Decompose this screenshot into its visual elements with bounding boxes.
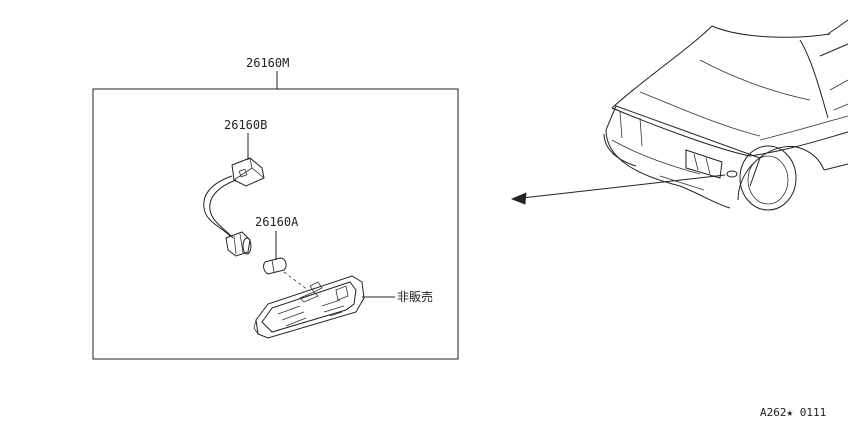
bulb-socket — [225, 231, 252, 257]
assembly-dash-line — [283, 271, 309, 291]
wire-harness — [203, 175, 237, 239]
label-26160M: 26160M — [246, 56, 289, 70]
assembly-frame — [92, 88, 459, 360]
reference-code: A262★ 0111 — [760, 406, 826, 419]
label-26160B: 26160B — [224, 118, 267, 132]
location-arrow — [510, 174, 726, 205]
socket-connector — [231, 157, 265, 187]
label-not-for-sale: 非販売 — [397, 289, 433, 304]
vehicle-front-sketch — [603, 19, 849, 211]
label-26160A: 26160A — [255, 215, 299, 229]
marker-location — [726, 170, 738, 178]
side-marker-lens — [253, 275, 365, 339]
bulb — [263, 257, 287, 275]
